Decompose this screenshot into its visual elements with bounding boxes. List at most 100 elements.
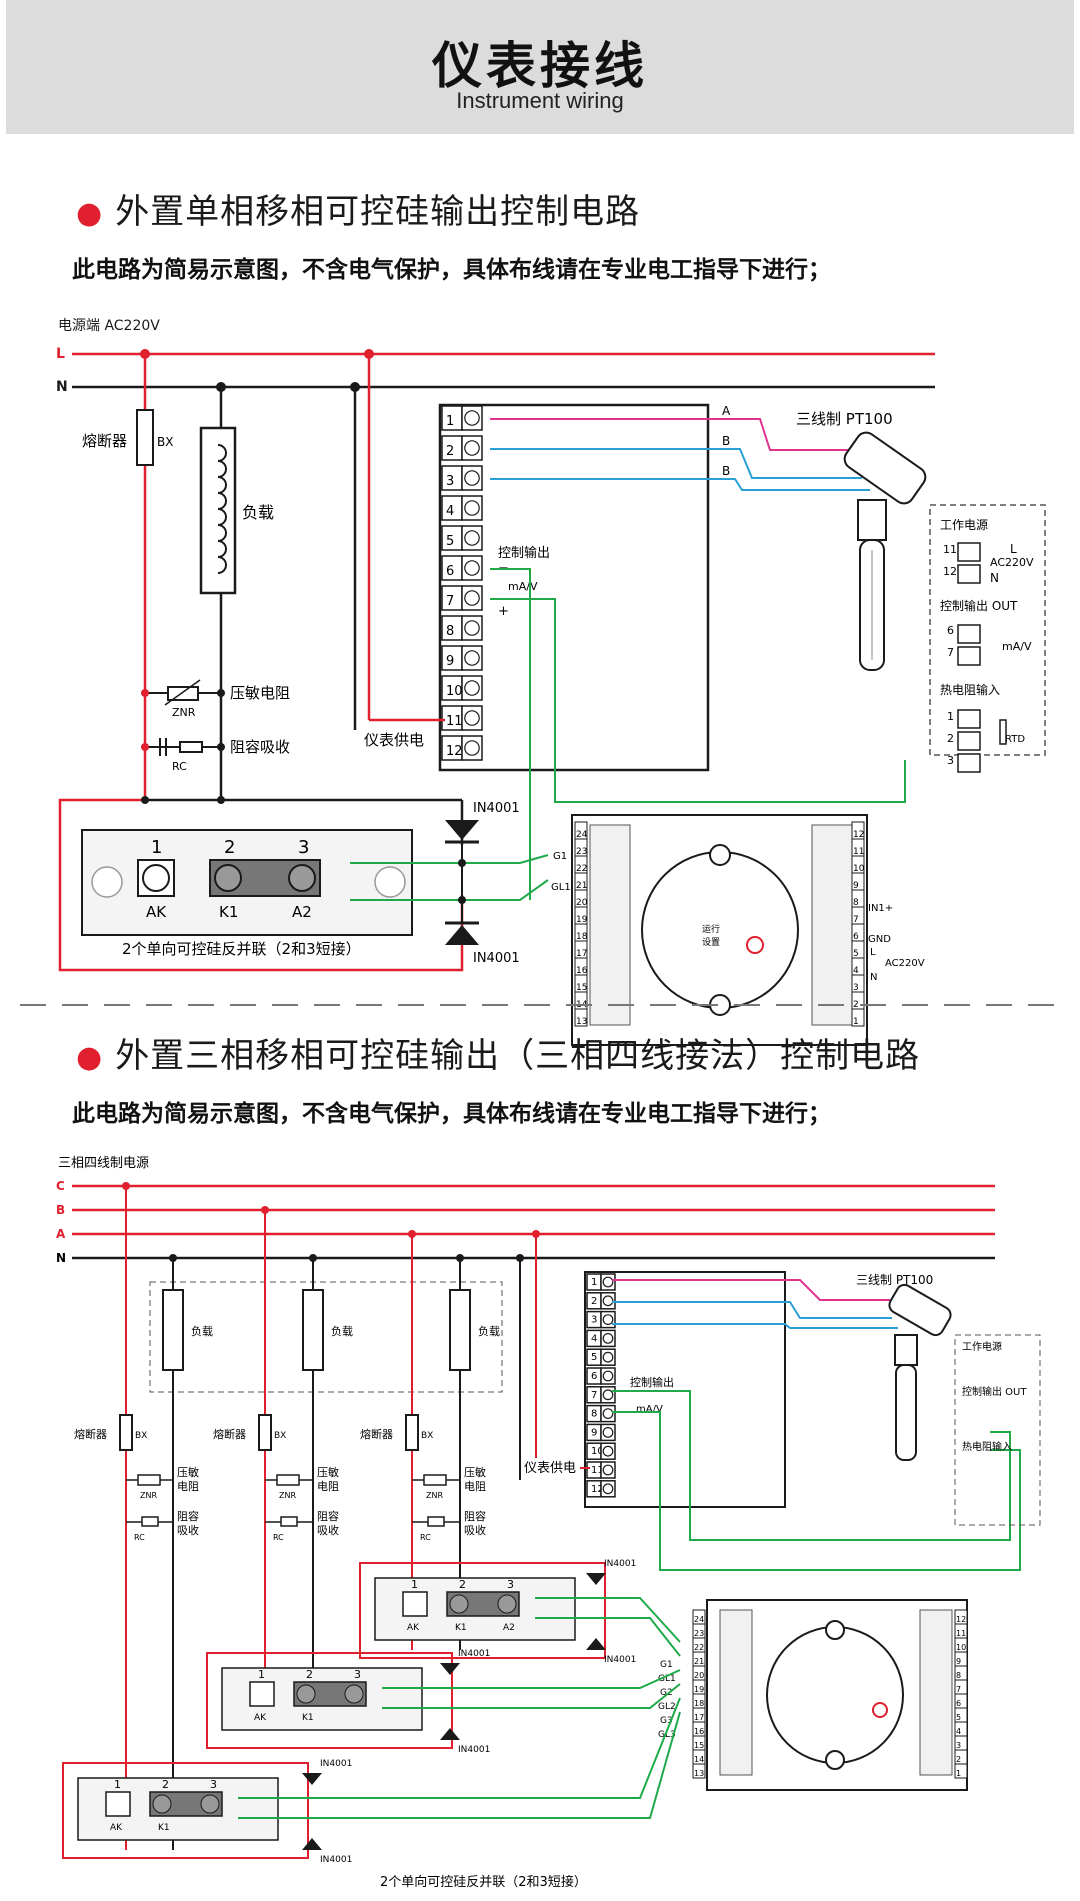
coil-icon	[217, 444, 227, 574]
fuse-bx	[136, 409, 154, 466]
module-terminal-number: 22	[694, 1643, 704, 1652]
svg-text:阻容: 阻容	[464, 1509, 486, 1523]
load-box	[302, 1289, 324, 1371]
svg-text:B: B	[722, 464, 730, 478]
rc-label: 阻容吸收	[230, 738, 290, 756]
module-terminal-number: 16	[576, 966, 588, 976]
screw-icon	[461, 675, 483, 701]
svg-text:7: 7	[947, 646, 954, 659]
svg-text:+: +	[498, 604, 509, 619]
svg-text:仪表供电: 仪表供电	[524, 1461, 576, 1476]
terminal-number: 6	[591, 1371, 597, 1382]
svg-text:A: A	[56, 1227, 66, 1241]
pt100-sensor-icon	[843, 431, 927, 671]
module-terminal-number: 4	[853, 966, 859, 976]
module-terminal-number: 14	[694, 1755, 704, 1764]
screw-icon	[461, 435, 483, 461]
module-terminal-number: 9	[956, 1657, 961, 1666]
instrument-body-2	[584, 1271, 786, 1508]
screw-icon	[461, 555, 483, 581]
svg-text:RC: RC	[134, 1533, 145, 1542]
svg-text:BX: BX	[421, 1431, 433, 1441]
module-terminal-number: 12	[956, 1615, 966, 1624]
module-terminal-number: 11	[956, 1629, 966, 1638]
svg-text:A: A	[722, 404, 731, 418]
svg-text:1: 1	[411, 1578, 418, 1591]
svg-text:吸收: 吸收	[464, 1523, 486, 1537]
fuse-bx	[405, 1414, 419, 1451]
svg-text:3: 3	[210, 1778, 217, 1791]
bullet-icon: ●	[76, 1040, 104, 1075]
svg-text:工作电源: 工作电源	[940, 518, 988, 532]
svg-text:L: L	[870, 947, 876, 958]
svg-text:控制输出 OUT: 控制输出 OUT	[962, 1385, 1027, 1398]
svg-text:GND: GND	[868, 934, 891, 945]
section1-title: ●外置单相移相可控硅输出控制电路	[76, 192, 641, 232]
svg-text:A2: A2	[292, 903, 312, 921]
svg-text:GL1: GL1	[658, 1674, 676, 1684]
svg-text:6: 6	[947, 624, 954, 637]
svg-text:1: 1	[947, 710, 954, 723]
screw-icon	[461, 645, 483, 671]
svg-text:BX: BX	[135, 1431, 147, 1441]
svg-text:K1: K1	[158, 1823, 170, 1833]
svg-text:3: 3	[947, 754, 954, 767]
diode-icon	[586, 1638, 606, 1650]
module-terminal-number: 23	[694, 1629, 704, 1638]
terminal-number: 1	[446, 414, 454, 429]
svg-text:ZNR: ZNR	[279, 1491, 296, 1500]
scr-caption-1: 2个单向可控硅反并联（2和3短接）	[122, 940, 361, 958]
module-terminal-number: 16	[694, 1727, 704, 1736]
svg-text:运行: 运行	[702, 923, 720, 935]
svg-text:控制输出 OUT: 控制输出 OUT	[940, 598, 1018, 613]
module-terminal-number: 20	[694, 1671, 704, 1680]
svg-text:1: 1	[151, 837, 162, 858]
meter-power-label: 仪表供电	[364, 731, 424, 749]
module-terminal-number: 10	[853, 864, 865, 874]
terminal-number: 12	[446, 744, 463, 759]
svg-text:控制输出: 控制输出	[630, 1375, 674, 1389]
module-terminal-number: 4	[956, 1727, 961, 1736]
svg-text:N: N	[870, 972, 877, 983]
module-terminal-number: 6	[956, 1699, 961, 1708]
module-terminal-number: 24	[694, 1615, 704, 1624]
svg-text:RTD: RTD	[1005, 734, 1025, 745]
varistor-znr	[276, 1474, 300, 1486]
section2-title: ●外置三相移相可控硅输出（三相四线接法）控制电路	[76, 1036, 921, 1076]
svg-text:B: B	[722, 434, 730, 448]
load-box	[449, 1289, 471, 1371]
svg-text:ZNR: ZNR	[172, 706, 196, 719]
rc-snubber	[179, 741, 203, 753]
fuse-label: 熔断器	[213, 1427, 246, 1441]
svg-text:3: 3	[298, 837, 309, 858]
section2-note: 此电路为简易示意图，不含电气保护，具体布线请在专业电工指导下进行；	[72, 1101, 831, 1127]
module-terminal-number: 21	[576, 881, 587, 891]
terminal-number: 8	[591, 1409, 597, 1420]
terminal-legend	[929, 504, 1046, 756]
svg-text:AK: AK	[110, 1823, 123, 1833]
module-terminal-number: 7	[956, 1685, 961, 1694]
svg-text:G1: G1	[660, 1660, 673, 1670]
svg-text:mA/V: mA/V	[508, 580, 538, 593]
svg-text:2: 2	[459, 1578, 466, 1591]
terminal-number: 7	[591, 1390, 597, 1401]
svg-text:工作电源: 工作电源	[962, 1340, 1002, 1353]
terminal-number: 3	[446, 474, 454, 489]
svg-text:mA/V: mA/V	[1002, 640, 1032, 653]
terminal-number: 9	[446, 654, 454, 669]
screw-icon	[461, 735, 483, 761]
module-terminal-number: 15	[694, 1741, 704, 1750]
module-terminal	[851, 1008, 865, 1027]
diode-icon	[302, 1773, 322, 1785]
diode-icon	[445, 925, 479, 945]
module-terminal	[954, 1763, 968, 1779]
svg-text:2: 2	[947, 732, 954, 745]
line-N-label: N	[56, 379, 68, 395]
svg-text:K1: K1	[455, 1623, 467, 1633]
svg-text:阻容: 阻容	[177, 1509, 199, 1523]
svg-text:1: 1	[258, 1668, 265, 1681]
fuse-label: 熔断器	[74, 1427, 107, 1441]
module-terminal-number: 3	[853, 983, 859, 993]
module-terminal-number: 13	[694, 1769, 704, 1778]
